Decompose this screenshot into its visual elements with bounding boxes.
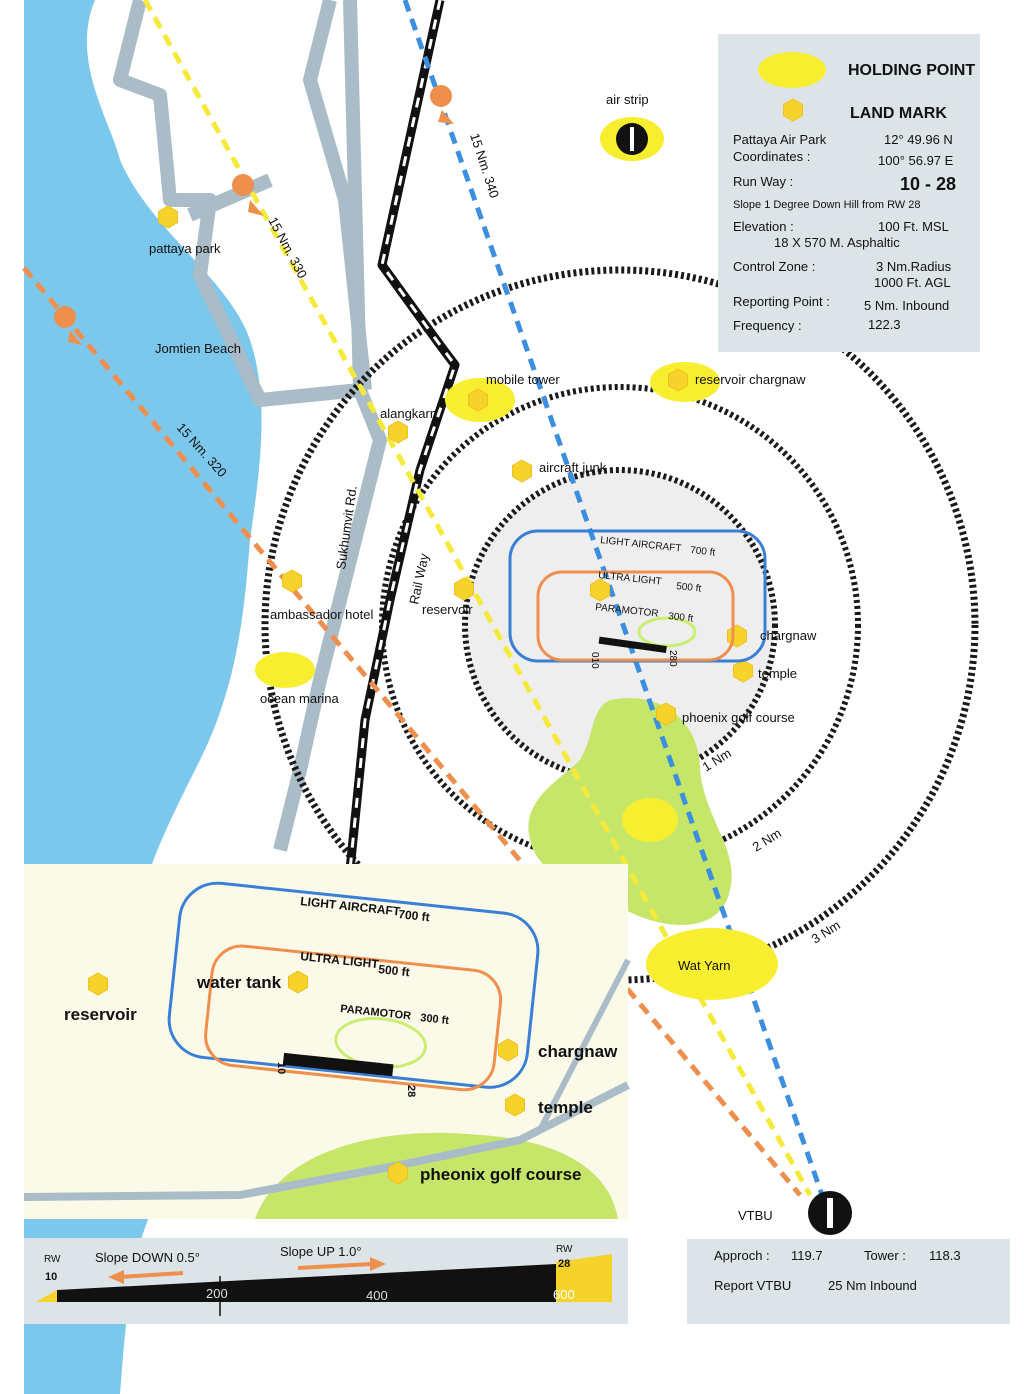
label-chargnaw: chargnaw bbox=[760, 628, 817, 643]
circuit-ultra-light-alt: 500 ft bbox=[676, 581, 702, 595]
info-elevation-value: 100 Ft. MSL bbox=[878, 219, 949, 234]
inset-golf: pheonix golf course bbox=[420, 1165, 582, 1184]
circuit-inset bbox=[23, 864, 631, 1219]
info-runway-value: 10 - 28 bbox=[900, 174, 956, 194]
label-air-strip: air strip bbox=[606, 92, 649, 107]
inset-chargnaw: chargnaw bbox=[538, 1042, 618, 1061]
inset-light-aircraft-alt: 700 ft bbox=[398, 907, 431, 924]
circuit-light-aircraft-alt: 700 ft bbox=[690, 545, 716, 559]
inset-rw-28: 28 bbox=[405, 1085, 417, 1097]
info-slope-note: Slope 1 Degree Down Hill from RW 28 bbox=[733, 199, 920, 211]
approach-routes bbox=[22, 0, 825, 1197]
info-frequency-value: 122.3 bbox=[868, 317, 901, 332]
info-lon: 100° 56.97 E bbox=[878, 153, 954, 168]
info-surface: 18 X 570 M. Asphaltic bbox=[774, 235, 900, 250]
runway-slope-profile bbox=[24, 1238, 628, 1324]
approach-label: Approch : bbox=[714, 1248, 770, 1263]
report-label: Report VTBU bbox=[714, 1278, 791, 1293]
slope-mark-400: 400 bbox=[366, 1288, 388, 1303]
label-wat-yarn: Wat Yarn bbox=[678, 958, 731, 973]
tower-label: Tower : bbox=[864, 1248, 906, 1263]
info-reporting-value: 5 Nm. Inbound bbox=[864, 298, 949, 313]
land-mark-icon bbox=[783, 98, 803, 122]
label-pattaya-park: pattaya park bbox=[149, 241, 221, 256]
info-runway-label: Run Way : bbox=[733, 174, 793, 189]
slope-rw-label-left: RW bbox=[44, 1254, 61, 1265]
label-temple: temple bbox=[758, 666, 797, 681]
runway-010: 010 bbox=[589, 652, 600, 669]
report-value: 25 Nm Inbound bbox=[828, 1278, 917, 1293]
label-aircraft-junk: aircraft junk bbox=[539, 460, 607, 475]
slope-down-label: Slope DOWN 0.5° bbox=[95, 1250, 200, 1265]
airfield-icon bbox=[808, 1191, 852, 1235]
info-reporting-label: Reporting Point : bbox=[733, 294, 830, 309]
airfield-icon bbox=[600, 117, 664, 161]
legend-land-mark: LAND MARK bbox=[850, 105, 947, 122]
runway-280: 280 bbox=[667, 650, 678, 667]
railway bbox=[345, 0, 460, 871]
label-reservoir-chargnaw: reservoir chargnaw bbox=[695, 372, 806, 387]
label-ambassador-hotel: ambassador hotel bbox=[270, 607, 373, 622]
inset-water-tank: water tank bbox=[196, 973, 282, 992]
info-control-zone-alt: 1000 Ft. AGL bbox=[874, 275, 951, 290]
slope-rw-num-left: 10 bbox=[45, 1271, 57, 1283]
label-mobile-tower: mobile tower bbox=[486, 372, 560, 387]
info-panel bbox=[718, 34, 980, 352]
inset-reservoir: reservoir bbox=[64, 1005, 137, 1024]
info-name: Pattaya Air Park bbox=[733, 132, 827, 147]
info-coord-label: Coordinates : bbox=[733, 149, 810, 164]
route-marker-icon bbox=[54, 85, 454, 345]
label-ocean-marina: ocean marina bbox=[260, 691, 340, 706]
label-alangkarn: alangkarn bbox=[380, 406, 437, 421]
inset-ultra-light-alt: 500 ft bbox=[378, 962, 411, 979]
label-reservoir: reservoir bbox=[422, 602, 473, 617]
info-control-zone-radius: 3 Nm.Radius bbox=[876, 259, 952, 274]
holding-point-icon bbox=[758, 52, 826, 88]
slope-up-label: Slope UP 1.0° bbox=[280, 1244, 362, 1259]
inset-paramotor-alt: 300 ft bbox=[420, 1012, 450, 1027]
legend-holding-point: HOLDING POINT bbox=[848, 62, 975, 79]
label-vtbu: VTBU bbox=[738, 1208, 773, 1223]
approach-value: 119.7 bbox=[791, 1248, 823, 1263]
label-jomtien-beach: Jomtien Beach bbox=[155, 341, 241, 356]
label-phoenix-golf: phoenix golf course bbox=[682, 710, 795, 725]
slope-rw-num-right: 28 bbox=[558, 1258, 570, 1270]
tower-value: 118.3 bbox=[929, 1248, 961, 1263]
circuit-paramotor-alt: 300 ft bbox=[668, 611, 694, 625]
info-frequency-label: Frequency : bbox=[733, 318, 802, 333]
slope-rw-label-right: RW bbox=[556, 1244, 573, 1255]
slope-mark-600: 600 bbox=[553, 1287, 575, 1302]
sea bbox=[24, 0, 262, 870]
slope-mark-200: 200 bbox=[206, 1286, 228, 1301]
info-control-zone-label: Control Zone : bbox=[733, 259, 815, 274]
info-lat: 12° 49.96 N bbox=[884, 132, 953, 147]
inset-rw-10: 10 bbox=[275, 1062, 287, 1074]
circuit-pattern bbox=[508, 529, 767, 663]
frequency-panel bbox=[687, 1239, 1010, 1324]
inset-temple: temple bbox=[538, 1098, 593, 1117]
info-elevation-label: Elevation : bbox=[733, 219, 794, 234]
